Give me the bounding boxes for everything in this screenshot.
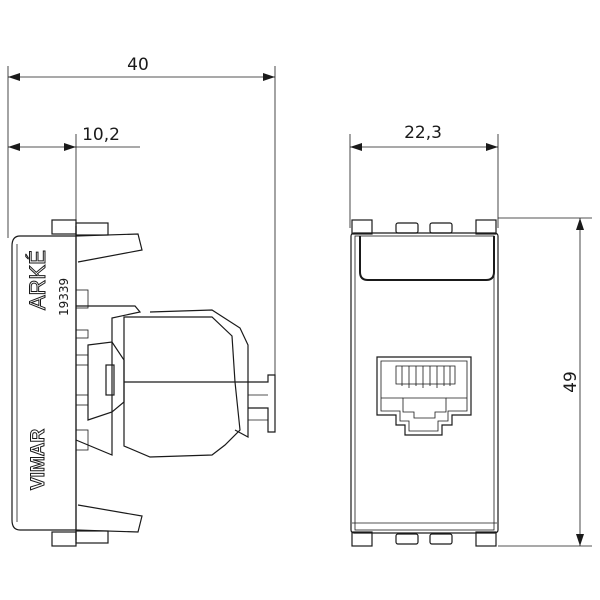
dimension-label-10-2: 10,2: [82, 125, 120, 145]
brand-logo-arke: ARKÉ: [25, 250, 50, 310]
dimension-plate-depth: 10,2: [8, 125, 140, 225]
dimension-width: 22,3: [349, 123, 499, 228]
dimension-label-40: 40: [127, 55, 149, 75]
dimension-label-22-3: 22,3: [404, 123, 442, 143]
rj45-socket: [376, 356, 472, 436]
manufacturer-logo-vimar: VIMAR: [28, 429, 49, 491]
article-code: 19339: [57, 278, 71, 316]
side-view: ARKÉ 19339 VIMAR: [11, 219, 276, 547]
dimension-height: 49: [498, 217, 592, 547]
front-view: [350, 219, 499, 547]
dimension-label-49: 49: [561, 371, 581, 393]
dimension-total-depth: 40: [7, 55, 276, 380]
